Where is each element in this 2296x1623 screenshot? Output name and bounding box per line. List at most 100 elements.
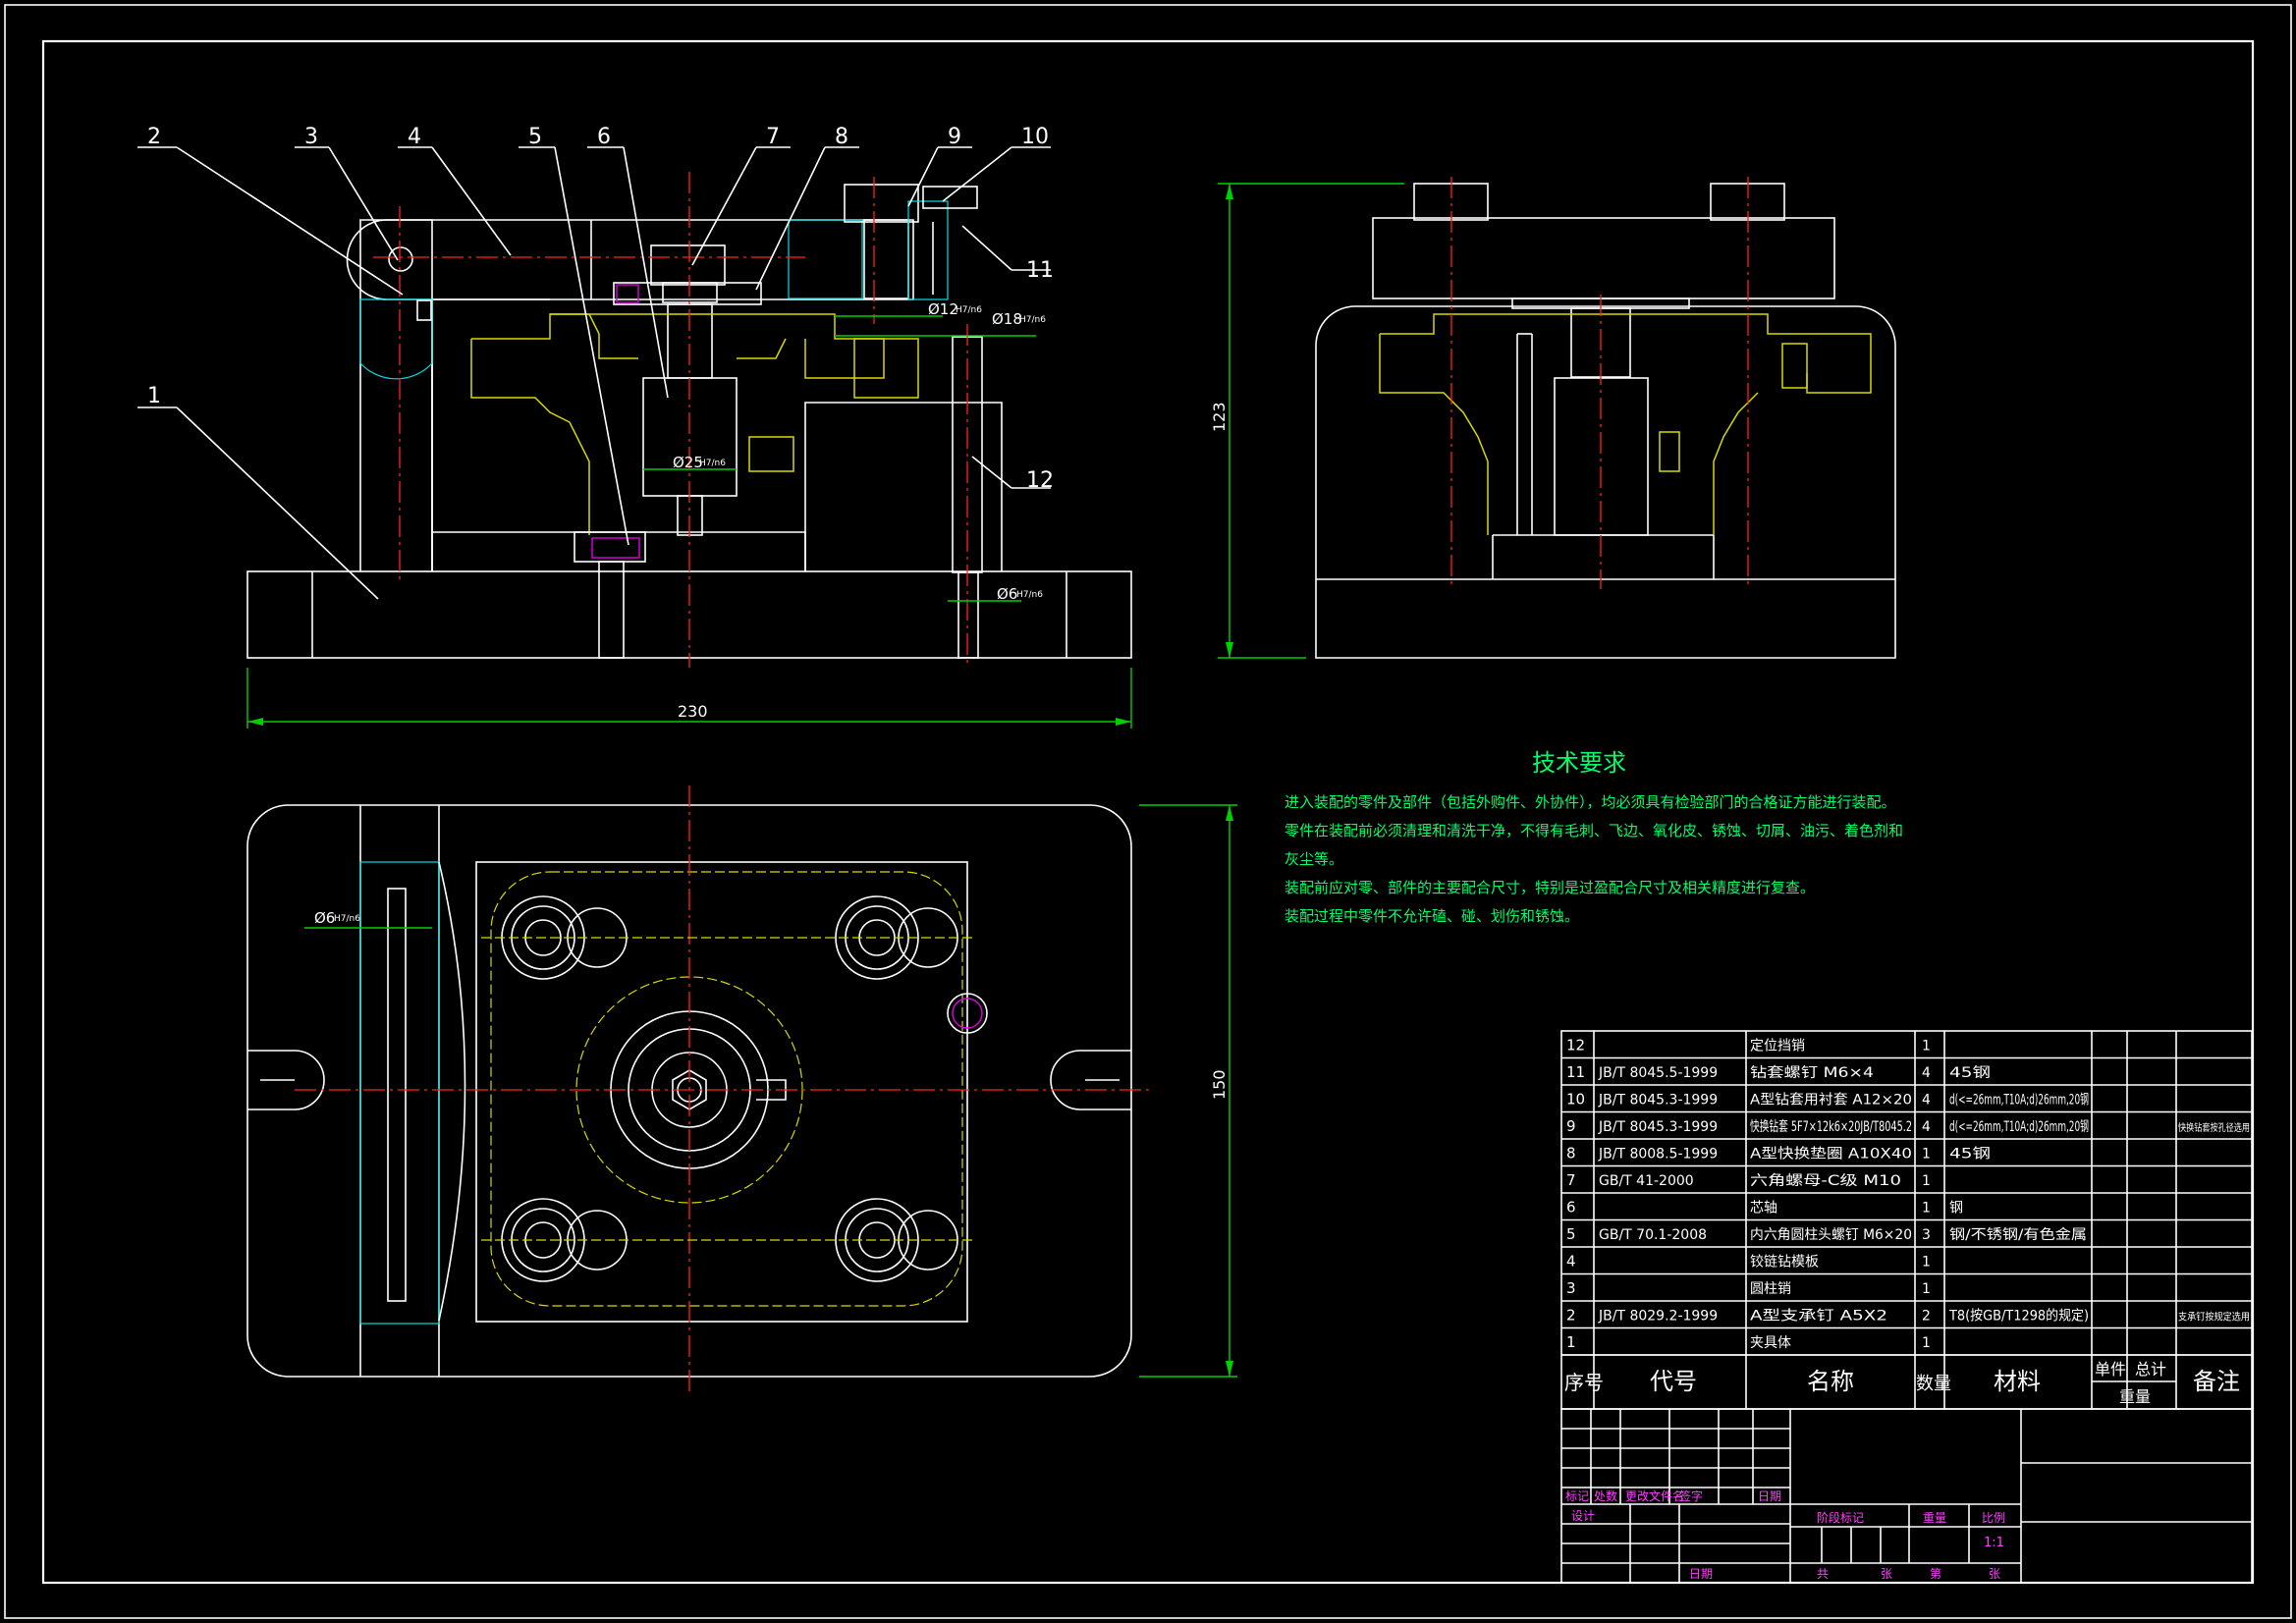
bom-header-unit: 单件	[2095, 1360, 2126, 1379]
callout-4: 4	[408, 125, 421, 149]
tb-sheets-total: 共	[1817, 1567, 1829, 1581]
bom-cell-qty: 4	[1922, 1093, 1931, 1109]
bom-cell-no: 6	[1566, 1199, 1576, 1217]
bom-cell-qty: 1	[1922, 1147, 1931, 1163]
bom-cell-qty: 1	[1922, 1039, 1931, 1055]
bom-cell-name: 快换钻套 5F7×12k6×20JB/T8045.2	[1750, 1118, 1912, 1135]
bom-cell-material: T8(按GB/T1298的规定)	[1948, 1309, 2089, 1325]
tb-stage: 阶段标记	[1817, 1510, 1864, 1525]
bom-cell-code: JB/T 8008.5-1999	[1598, 1147, 1718, 1163]
inner-border	[41, 39, 2255, 1585]
callout-10: 10	[1021, 125, 1049, 149]
dim-d12: Ø12	[928, 300, 958, 318]
tech-line-4: 装配前应对零、部件的主要配合尺寸，特别是过盈配合尺寸及相关精度进行复查。	[1285, 879, 1815, 896]
tech-requirements-title: 技术要求	[1532, 749, 1626, 777]
bom-cell-no: 11	[1566, 1063, 1585, 1081]
bom-cell-name: 内六角圆柱头螺钉 M6×20	[1750, 1227, 1912, 1243]
callout-11: 11	[1026, 258, 1054, 283]
bom-cell-code: JB/T 8045.3-1999	[1598, 1093, 1718, 1109]
callout-3: 3	[304, 125, 318, 149]
bom-cell-qty: 4	[1922, 1065, 1931, 1081]
bom-cell-no: 8	[1566, 1145, 1576, 1163]
bom-cell-name: A型钻套用衬套 A12×20	[1750, 1093, 1912, 1109]
tb-design: 设计	[1571, 1509, 1595, 1523]
callout-2: 2	[147, 125, 161, 149]
dim-123: 123	[1210, 402, 1229, 432]
bom-cell-no: 1	[1566, 1333, 1576, 1351]
callout-9: 9	[948, 125, 961, 149]
bom-cell-qty: 3	[1922, 1227, 1931, 1243]
callout-7: 7	[766, 125, 780, 149]
bom-cell-qty: 1	[1922, 1173, 1931, 1189]
tech-line-1: 进入装配的零件及部件（包括外购件、外协件），均必须具有检验部门的合格证方能进行装…	[1285, 793, 1896, 811]
bom-cell-remark: 快换钻套按孔径选用	[2178, 1121, 2250, 1134]
bom-cell-material: 钢	[1949, 1201, 1963, 1217]
dim-230: 230	[678, 702, 708, 721]
side-view	[1218, 177, 1896, 659]
bom-cell-code: JB/T 8029.2-1999	[1598, 1309, 1718, 1325]
bom-cell-qty: 1	[1922, 1335, 1931, 1351]
rev-header-4: 签字	[1679, 1488, 1703, 1503]
bom-header-name: 名称	[1807, 1368, 1854, 1395]
dim-d6-top: Ø6	[314, 909, 335, 927]
bom-cell-qty: 1	[1922, 1281, 1931, 1297]
bom-header-total: 总计	[2135, 1360, 2166, 1379]
dim-150: 150	[1210, 1069, 1229, 1100]
callout-12: 12	[1026, 468, 1054, 493]
rev-header-1: 标记	[1565, 1489, 1589, 1503]
bom-cell-code: JB/T 8045.5-1999	[1598, 1065, 1718, 1081]
tb-sheets-total-unit: 张	[1881, 1567, 1892, 1581]
tech-line-3: 灰尘等。	[1285, 850, 1343, 868]
bom-cell-no: 12	[1566, 1037, 1585, 1055]
dim-d18-tol: H7/n6	[1019, 315, 1046, 325]
bom-cell-material: 45钢	[1949, 1065, 1991, 1081]
bom-cell-name: 六角螺母-C级 M10	[1750, 1173, 1901, 1189]
bom-cell-name: 圆柱销	[1750, 1281, 1791, 1297]
title-block-grid	[1560, 1408, 2253, 1584]
tb-sheet-no-unit: 张	[1989, 1567, 2000, 1581]
bom-cell-no: 9	[1566, 1117, 1576, 1135]
bom-cell-remark: 支承钉按规定选用	[2178, 1311, 2250, 1324]
bom-header-code: 代号	[1650, 1368, 1697, 1395]
bom-cell-qty: 1	[1922, 1255, 1931, 1271]
dim-d6-front-tol: H7/n6	[1016, 590, 1043, 600]
rev-header-3: 更改文件名	[1625, 1488, 1684, 1503]
tb-sheet-no: 第	[1930, 1567, 1941, 1581]
rev-header-5: 日期	[1758, 1489, 1781, 1503]
bom-cell-name: 铰链钻模板	[1750, 1255, 1819, 1271]
dim-d25-tol: H7/n6	[699, 459, 726, 468]
dim-d6-front: Ø6	[997, 585, 1017, 603]
bom-cell-no: 10	[1566, 1091, 1585, 1109]
outer-border	[4, 4, 2292, 1619]
bom-cell-qty: 4	[1922, 1119, 1931, 1135]
bom-header-no: 序号	[1564, 1371, 1604, 1394]
bom-header-weight: 重量	[2119, 1387, 2151, 1406]
bom-cell-code: GB/T 41-2000	[1599, 1173, 1694, 1189]
bom-cell-no: 3	[1566, 1279, 1576, 1297]
callout-8: 8	[835, 125, 848, 149]
bom-header-qty: 数量	[1916, 1374, 1951, 1394]
callout-6: 6	[597, 125, 611, 149]
tech-line-2: 零件在装配前必须清理和清洗干净，不得有毛刺、飞边、氧化皮、锈蚀、切屑、油污、着色…	[1285, 822, 1903, 839]
tb-weight: 重量	[1923, 1511, 1946, 1525]
bom-cell-name: A型快换垫圈 A10X40	[1750, 1146, 1912, 1163]
dim-d12-tol: H7/n6	[956, 305, 982, 315]
bom-header-remark: 备注	[2193, 1368, 2240, 1395]
bom-cell-code: JB/T 8045.3-1999	[1598, 1119, 1718, 1135]
bom-cell-no: 7	[1566, 1171, 1576, 1189]
dim-d6-top-tol: H7/n6	[334, 914, 360, 924]
bom-row-lines	[1561, 1056, 2252, 1356]
bom-cell-no: 4	[1566, 1253, 1576, 1271]
bom-cell-qty: 1	[1922, 1201, 1931, 1217]
bom-cell-name: 钻套螺钉 M6×4	[1750, 1065, 1874, 1081]
front-view	[246, 172, 1132, 729]
dim-d25: Ø25	[673, 454, 703, 471]
bom-cell-code: GB/T 70.1-2008	[1599, 1227, 1707, 1243]
bom-header-material: 材料	[1994, 1368, 2041, 1395]
tech-line-5: 装配过程中零件不允许磕、碰、划伤和锈蚀。	[1285, 907, 1579, 925]
leader-lines	[137, 146, 1051, 600]
bom-cell-qty: 2	[1922, 1309, 1931, 1325]
bom-cell-name: A型支承钉 A5X2	[1750, 1309, 1887, 1325]
